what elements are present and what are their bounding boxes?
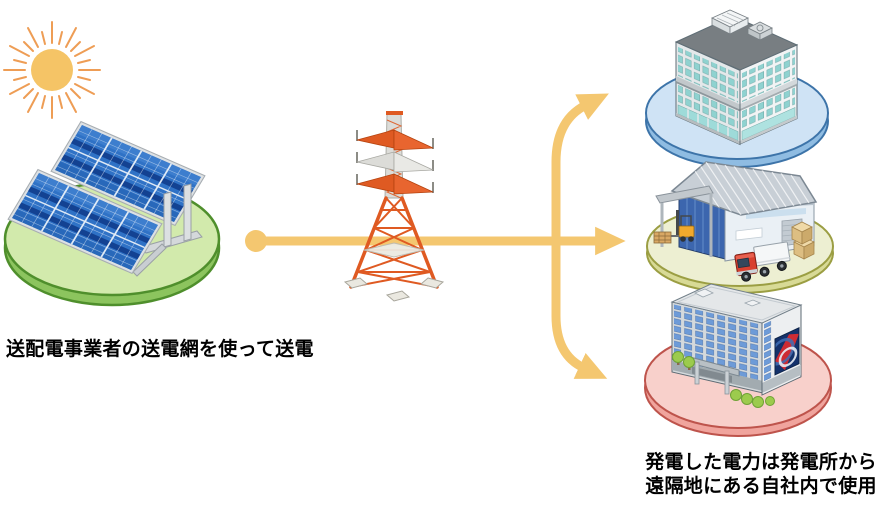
truck-icon [734,241,791,282]
transmission-caption: 送配電事業者の送電網を使って送電 [6,339,314,360]
usage-caption-line2: 遠隔地にある自社内で使用 [645,476,877,497]
tree-icon [672,351,775,408]
sun-icon [3,21,101,119]
company-building-icon [644,283,832,437]
warehouse-icon [646,161,834,294]
usage-caption: 発電した電力は発電所から 遠隔地にある自社内で使用 [620,451,895,499]
office-building-icon [645,9,829,168]
cardboard-boxes-icon [791,221,815,260]
solar-panel-icon [3,120,221,307]
billboard-screen [775,327,799,375]
arrow-origin-dot [245,230,267,252]
arrow-branch-down [551,236,608,379]
arrow-branch-up [551,93,609,246]
usage-caption-line1: 発電した電力は発電所から [645,452,877,473]
power-flow-arrow [245,93,626,379]
forklift-icon [653,210,695,244]
transmission-tower-icon [343,111,445,302]
